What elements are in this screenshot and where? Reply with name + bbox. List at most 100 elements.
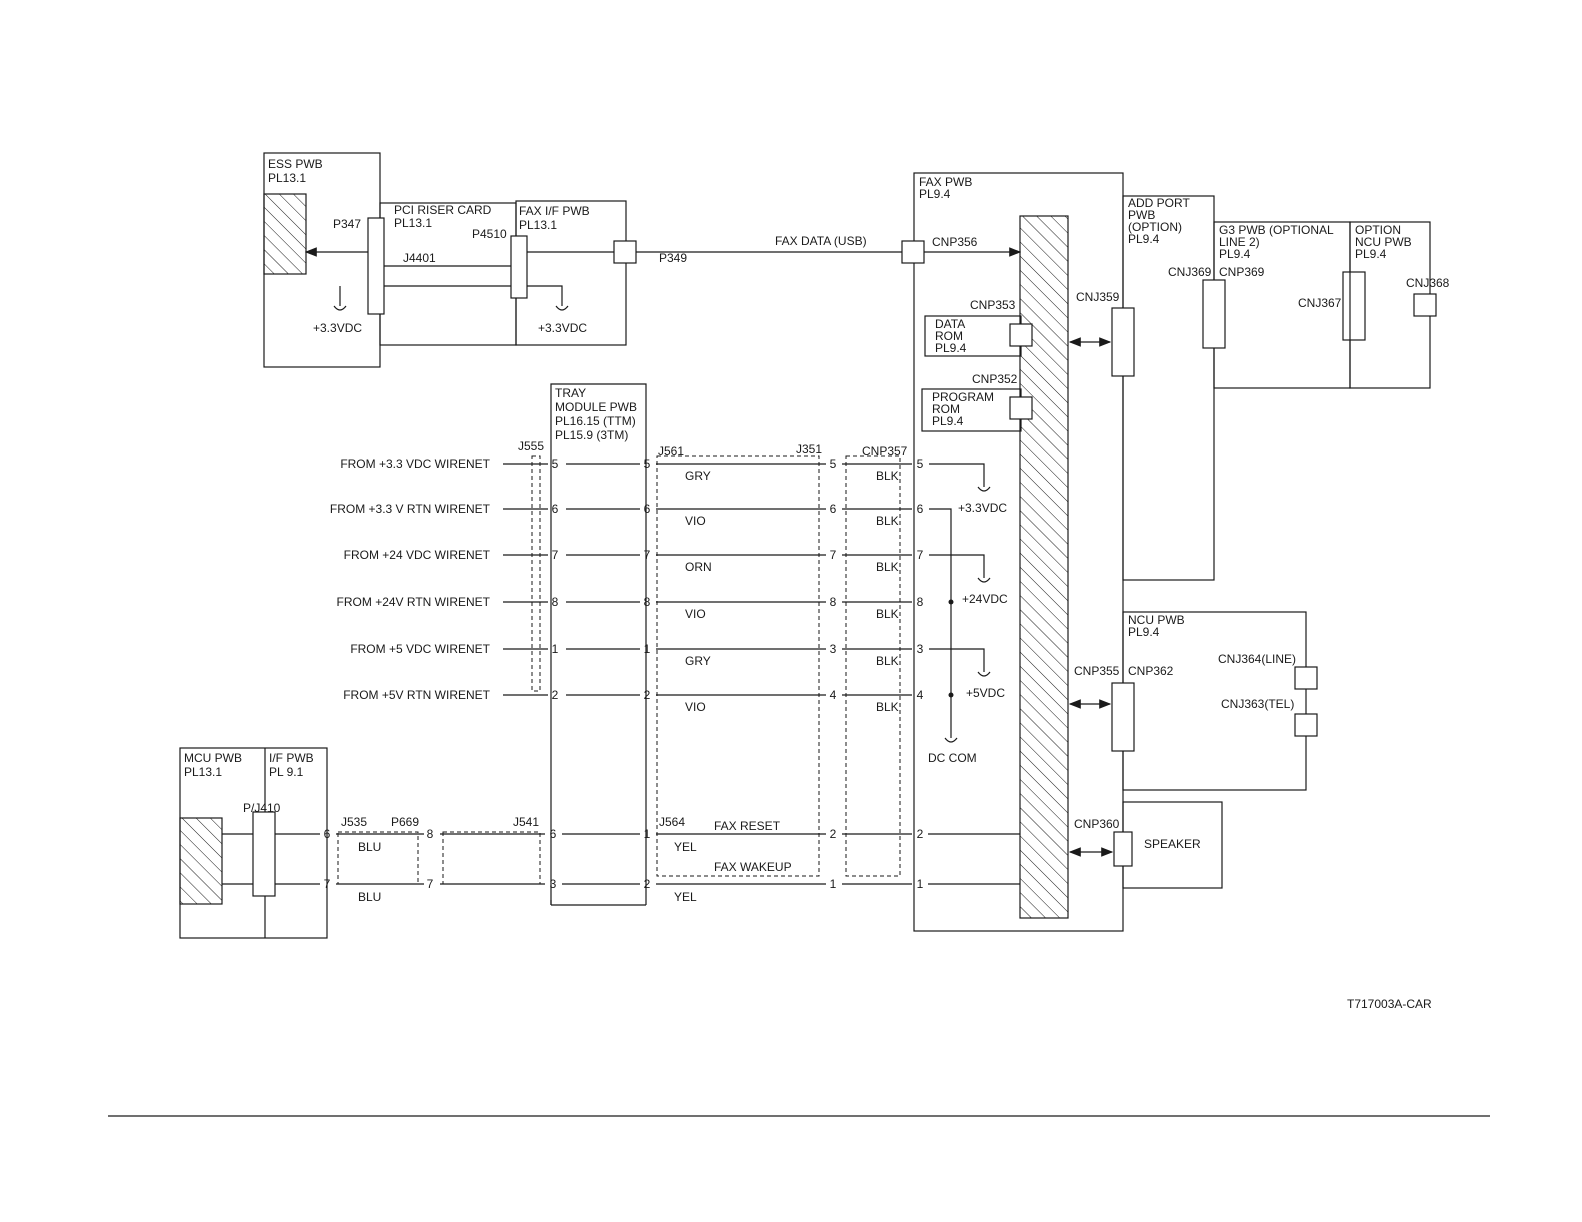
if-pwb-label: I/F PWB xyxy=(269,751,314,765)
cnj364-connector xyxy=(1294,666,1318,690)
wirenet-label: FROM +3.3 VDC WIRENET xyxy=(340,457,490,471)
fax-pwb-label: FAX PWB xyxy=(919,175,972,189)
v5-label: +5VDC xyxy=(966,686,1005,700)
p347-label: P347 xyxy=(333,217,361,231)
pin-cnp357: 5 xyxy=(917,457,924,471)
j541-label: J541 xyxy=(513,815,539,829)
pin-j351: 8 xyxy=(830,595,837,609)
pin-j564: 1 xyxy=(644,827,651,841)
j351-label: J351 xyxy=(796,442,822,456)
pin-j561: 7 xyxy=(644,548,651,562)
cnp369-label: CNP369 xyxy=(1219,265,1265,279)
wire-color-tray: VIO xyxy=(685,607,706,621)
wire-color-yel: YEL xyxy=(674,840,697,854)
ncu-pwb-pl: PL9.4 xyxy=(1128,625,1160,639)
pin-j561: 8 xyxy=(644,595,651,609)
cnp356-label: CNP356 xyxy=(932,235,978,249)
v33-label-faxif: +3.3VDC xyxy=(538,321,587,335)
pin-j561: 2 xyxy=(644,688,651,702)
tray-l2: MODULE PWB xyxy=(555,400,637,414)
data-rom-pl: PL9.4 xyxy=(935,341,967,355)
cnp357-region xyxy=(845,455,901,877)
pin-j561: 1 xyxy=(644,642,651,656)
wire-color-fax: BLK xyxy=(876,607,899,621)
pin-j351: 5 xyxy=(830,457,837,471)
dc-com-label: DC COM xyxy=(928,751,977,765)
cnj364-label: CNJ364(LINE) xyxy=(1218,652,1296,666)
wire-color-mcu: BLU xyxy=(358,890,381,904)
fax-if-label: FAX I/F PWB xyxy=(519,204,590,218)
j4401-label: J4401 xyxy=(403,251,436,265)
j561-label: J561 xyxy=(658,444,684,458)
cnj367-connector xyxy=(1342,271,1366,341)
option-ncu-l1: OPTION xyxy=(1355,223,1401,237)
p349-connector xyxy=(613,240,637,264)
harness-region xyxy=(656,455,820,877)
fax-data-usb-label: FAX DATA (USB) xyxy=(775,234,867,248)
mcu-pwb: MCU PWB PL13.1 I/F PWB PL 9.1 P/J410 xyxy=(179,747,328,939)
pin-j561: 6 xyxy=(644,502,651,516)
add-port-l1: ADD PORT xyxy=(1128,196,1190,210)
p4510-label: P4510 xyxy=(472,227,507,241)
p349-label: P349 xyxy=(659,251,687,265)
wire-color-tray: GRY xyxy=(685,469,711,483)
wire-color-tray: ORN xyxy=(685,560,712,574)
tray-module-pwb: TRAY MODULE PWB PL16.15 (TTM) PL15.9 (3T… xyxy=(550,383,647,906)
cnp369-connector xyxy=(1202,279,1226,349)
cnp357-label: CNP357 xyxy=(862,444,908,458)
pin-cnp357: 6 xyxy=(917,502,924,516)
cnj368-label: CNJ368 xyxy=(1406,276,1450,290)
if-pwb-pl: PL 9.1 xyxy=(269,765,304,779)
wirenet-label: FROM +24 VDC WIRENET xyxy=(344,548,491,562)
program-rom-l1: PROGRAM xyxy=(932,390,994,404)
wire-color-fax: BLK xyxy=(876,700,899,714)
fax-if-pl: PL13.1 xyxy=(519,218,557,232)
v33-label-fax: +3.3VDC xyxy=(958,501,1007,515)
pin-j555: 5 xyxy=(552,457,559,471)
wire-color-tray: GRY xyxy=(685,654,711,668)
fax-if-pwb: FAX I/F PWB PL13.1 P4510 P349 xyxy=(472,200,687,346)
figure-id: T717003A-CAR xyxy=(1347,997,1432,1011)
cnp352-connector xyxy=(1009,396,1033,420)
pin-j351: 1 xyxy=(830,877,837,891)
ess-pwb-pl: PL13.1 xyxy=(268,171,306,185)
cnj367-label: CNJ367 xyxy=(1298,296,1342,310)
cnp356-connector xyxy=(901,240,925,264)
pin-j561: 5 xyxy=(644,457,651,471)
data-rom-l1: DATA xyxy=(935,317,965,331)
pin-j535: 7 xyxy=(324,877,331,891)
pin-j351: 6 xyxy=(830,502,837,516)
pin-j555: 7 xyxy=(552,548,559,562)
pin-j555: 6 xyxy=(552,502,559,516)
ncu-pwb-label: NCU PWB xyxy=(1128,613,1185,627)
pin-cnp357: 4 xyxy=(917,688,924,702)
p347-connector xyxy=(367,217,385,315)
cnj363-label: CNJ363(TEL) xyxy=(1221,697,1294,711)
pin-cnp357: 1 xyxy=(917,877,924,891)
ncu-pwb: NCU PWB PL9.4 CNP355 CNP362 CNJ364(LINE)… xyxy=(1068,611,1318,791)
pin-cnp357: 8 xyxy=(917,595,924,609)
mcu-pl: PL13.1 xyxy=(184,765,222,779)
pin-cnp357: 3 xyxy=(917,642,924,656)
v24-label: +24VDC xyxy=(962,592,1008,606)
wire-color-tray: VIO xyxy=(685,514,706,528)
wire-color-fax: BLK xyxy=(876,654,899,668)
fax-pwb: FAX PWB PL9.4 CNP356 DATA ROM PL9.4 CNP3… xyxy=(901,172,1124,932)
fax-pwb-board-hatch xyxy=(1019,215,1069,919)
cnp360-connector xyxy=(1113,831,1133,867)
cnp352-label: CNP352 xyxy=(972,372,1018,386)
fax-reset-label: FAX RESET xyxy=(714,819,781,833)
program-rom-l2: ROM xyxy=(932,402,960,416)
p669-label: P669 xyxy=(391,815,419,829)
pj410-label: P/J410 xyxy=(243,801,281,815)
ess-pwb: ESS PWB PL13.1 xyxy=(263,152,381,368)
pci-riser-pl: PL13.1 xyxy=(394,216,432,230)
